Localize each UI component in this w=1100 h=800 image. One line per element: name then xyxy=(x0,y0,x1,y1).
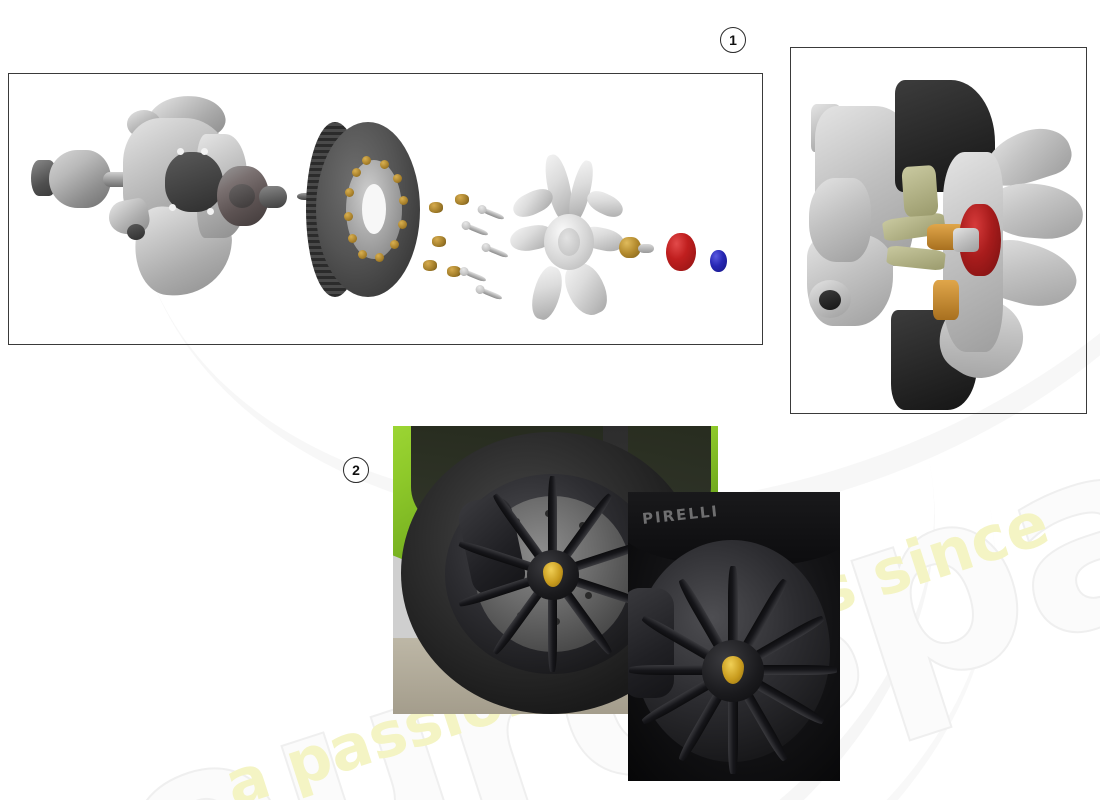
valve-fitting-gold xyxy=(619,237,655,259)
knuckle-balljoint-socket xyxy=(127,224,145,240)
brake-disc-bobbin xyxy=(380,160,389,169)
valve-fitting-tip xyxy=(638,244,654,253)
cv-joint-driveshaft xyxy=(31,146,143,212)
brake-disc-bobbin xyxy=(352,168,361,177)
disc-mounting-screw xyxy=(474,283,506,304)
wheel-spoke xyxy=(548,574,557,672)
brake-disc-bobbin xyxy=(345,188,354,197)
cutaway-section-panel xyxy=(790,47,1087,414)
disc-mounting-nut xyxy=(432,236,446,247)
brake-disc-bobbin xyxy=(375,253,384,262)
brake-disc-bobbin xyxy=(362,156,371,165)
knuckle-bolt-hole-3 xyxy=(169,204,176,211)
disc-mounting-screw xyxy=(480,241,512,262)
disc-mounting-nut xyxy=(423,260,437,271)
wheel-photo-detail: PIRELLI xyxy=(628,492,840,781)
wheel-spoke xyxy=(728,670,738,774)
lamborghini-badge xyxy=(722,656,744,684)
disc-mounting-screw xyxy=(458,265,490,286)
rotor-drill-hole xyxy=(585,592,592,599)
wheel-spoke-assembly xyxy=(507,152,627,323)
cutaway-hub-flange xyxy=(809,178,871,262)
brake-disc-bobbin xyxy=(399,196,408,205)
wheel-spoke xyxy=(583,186,627,222)
wheel-spoke xyxy=(527,263,567,323)
brake-disc-center-bore xyxy=(362,184,386,234)
disc-mounting-screw xyxy=(460,219,492,240)
wheel-spoke-hub-bore xyxy=(558,228,580,256)
disc-mounting-nut xyxy=(455,194,469,205)
valve-fitting-body xyxy=(619,237,641,258)
brake-disc-bobbin xyxy=(358,250,367,259)
cutaway-balljoint-core xyxy=(819,290,841,310)
knuckle-bolt-hole-1 xyxy=(177,148,184,155)
callout-marker-1[interactable]: 1 xyxy=(720,27,746,53)
brake-disc-bobbin xyxy=(348,234,357,243)
brake-disc-bobbin xyxy=(393,174,402,183)
cutaway-lock-nut-thread xyxy=(953,228,979,252)
knuckle-bolt-hole-4 xyxy=(207,208,214,215)
cutaway-spline xyxy=(933,280,959,320)
wheel-hub-spigot xyxy=(259,186,287,208)
disc-mounting-nut xyxy=(429,202,443,213)
callout-marker-2[interactable]: 2 xyxy=(343,457,369,483)
wheel-hub xyxy=(217,166,289,228)
wheel-hub-bore xyxy=(229,184,255,208)
center-lock-cap-blue xyxy=(710,250,727,272)
cv-joint-boot xyxy=(49,150,111,208)
disc-mounting-nut xyxy=(447,266,461,277)
disc-mounting-screw xyxy=(476,203,508,224)
brake-disc-bobbin xyxy=(344,212,353,221)
center-lock-nut-red xyxy=(666,233,696,271)
brake-caliper xyxy=(628,588,674,698)
knuckle-bolt-hole-2 xyxy=(201,148,208,155)
exploded-assembly-panel xyxy=(8,73,763,345)
knuckle-bearing-bore xyxy=(165,152,223,212)
lamborghini-badge xyxy=(543,562,563,587)
brake-disc-bobbin xyxy=(390,240,399,249)
carbon-ceramic-brake-disc xyxy=(306,122,426,297)
cutaway-section-face-3 xyxy=(901,164,939,218)
brake-disc-bobbin xyxy=(398,220,407,229)
